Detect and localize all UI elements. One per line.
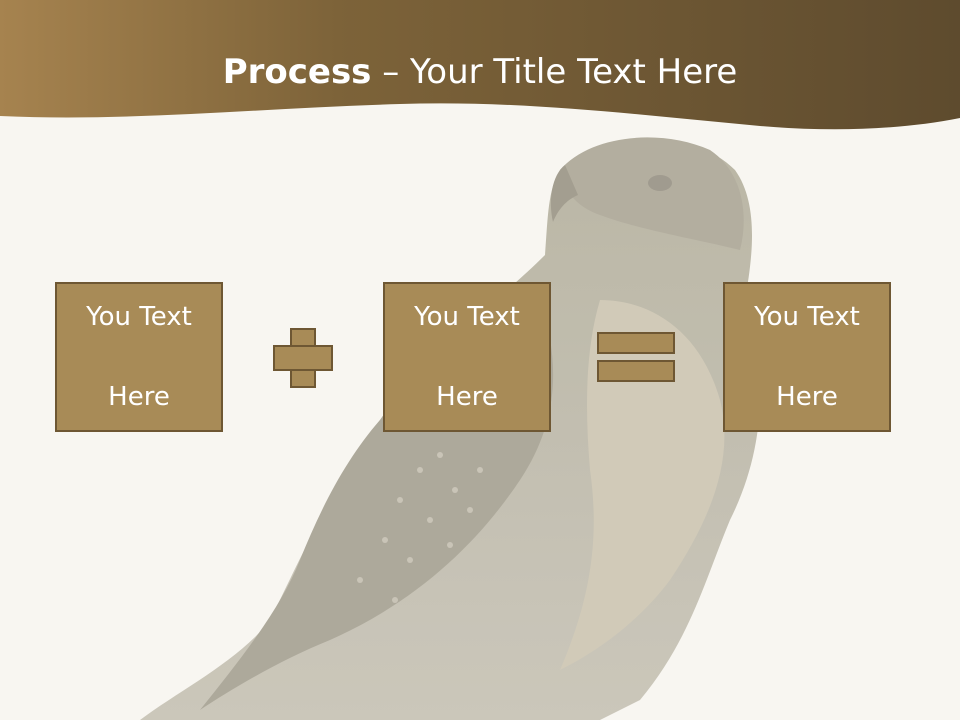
text-box-1-line2: Here bbox=[108, 382, 170, 412]
text-box-3-line1: You Text bbox=[754, 302, 860, 332]
title-text: – Your Title Text Here bbox=[371, 52, 738, 92]
title-bold: Process bbox=[222, 52, 372, 92]
text-box-3-line2: Here bbox=[776, 382, 838, 412]
text-box-2-line1: You Text bbox=[414, 302, 520, 332]
text-box-2-line2: Here bbox=[436, 382, 498, 412]
text-box-1-line1: You Text bbox=[86, 302, 192, 332]
slide-title: Process – Your Title Text Here bbox=[0, 52, 960, 92]
header-band bbox=[0, 0, 960, 130]
